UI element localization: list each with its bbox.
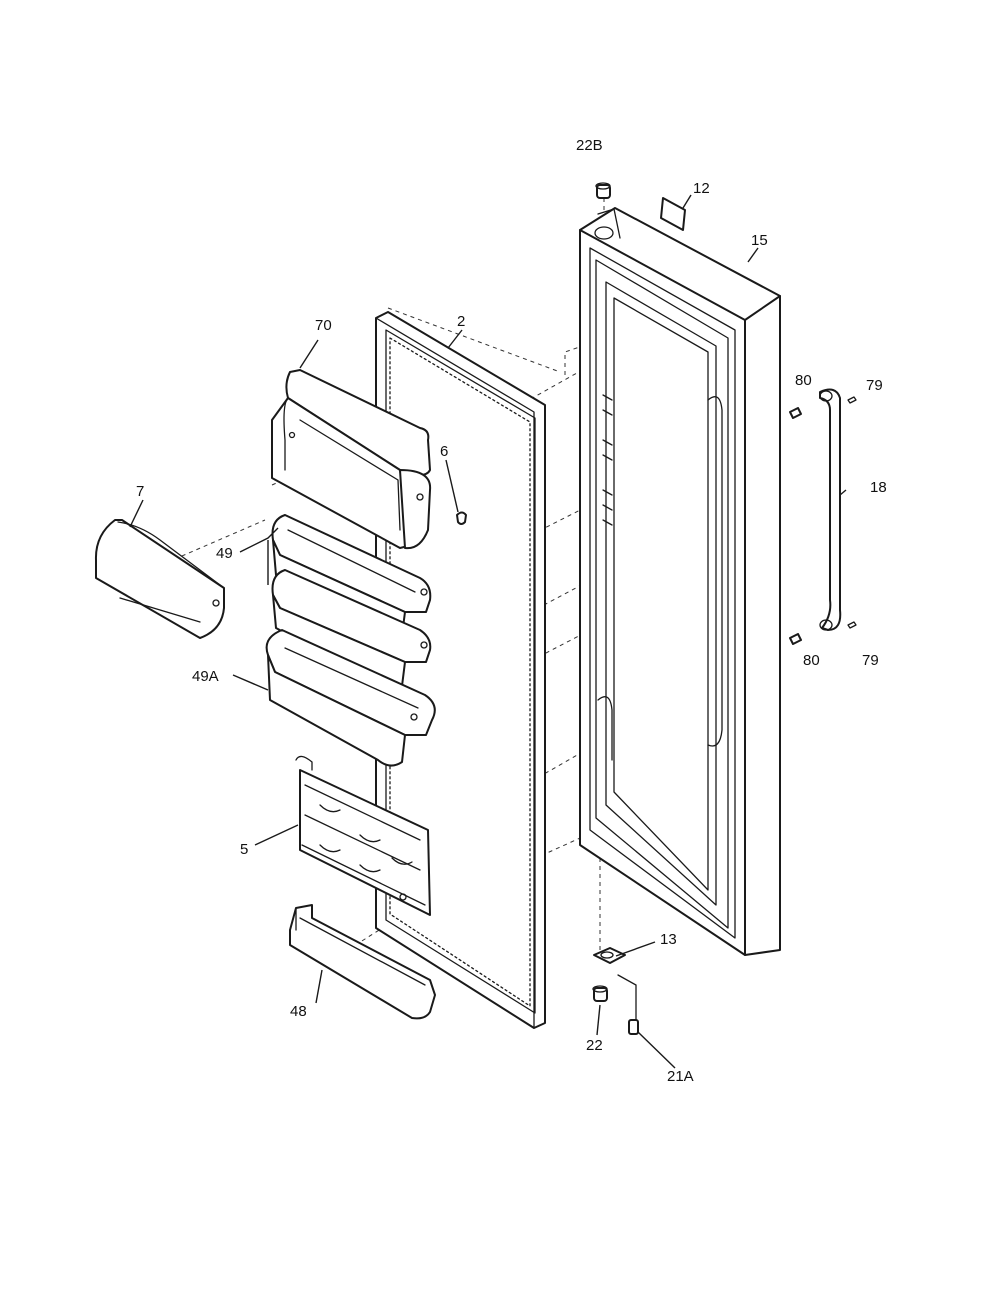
- callout-6: 6: [440, 443, 448, 460]
- callout-80-lower: 80: [803, 652, 820, 669]
- callout-18: 18: [870, 479, 887, 496]
- door-outer-panel: [579, 207, 781, 956]
- callout-5: 5: [240, 841, 248, 858]
- callout-21A: 21A: [667, 1068, 694, 1085]
- dairy-door-cover: [94, 519, 225, 639]
- door-rack: [295, 755, 431, 916]
- handle-screw-lower: [847, 621, 857, 629]
- callout-49: 49: [216, 545, 233, 562]
- callout-48: 48: [290, 1003, 307, 1020]
- callout-7: 7: [136, 483, 144, 500]
- callout-12: 12: [693, 180, 710, 197]
- label-plate: [660, 197, 686, 231]
- callout-70: 70: [315, 317, 332, 334]
- callout-49A: 49A: [192, 668, 219, 685]
- handle-mount-screw-lower: [789, 633, 802, 645]
- top-bushing: [595, 182, 611, 199]
- callout-15: 15: [751, 232, 768, 249]
- callout-79-upper: 79: [866, 377, 883, 394]
- bottom-hinge-plate: [593, 947, 626, 964]
- callout-79-lower: 79: [862, 652, 879, 669]
- callout-22B: 22B: [576, 137, 603, 154]
- hinge-bracket: [617, 974, 639, 1035]
- door-shelf-slots: [602, 394, 613, 526]
- callout-2: 2: [457, 313, 465, 330]
- upper-dairy-bin: [271, 369, 432, 550]
- leader-lines: [129, 194, 847, 1069]
- large-door-bin: [265, 629, 436, 767]
- callout-labels: 22B 12 15 70 2 80 79 6 18 7 49 80 79 49A…: [136, 137, 887, 1085]
- shelf-screw: [456, 511, 467, 525]
- bottom-door-bin: [289, 904, 436, 1020]
- callout-80-upper: 80: [795, 372, 812, 389]
- callout-13: 13: [660, 931, 677, 948]
- handle-screw-upper: [847, 396, 857, 404]
- bottom-bushing: [592, 985, 608, 1002]
- callout-22: 22: [586, 1037, 603, 1054]
- handle-mount-screw-upper: [789, 407, 802, 419]
- top-hinge-bracket: [594, 208, 621, 240]
- door-handle: [819, 388, 842, 631]
